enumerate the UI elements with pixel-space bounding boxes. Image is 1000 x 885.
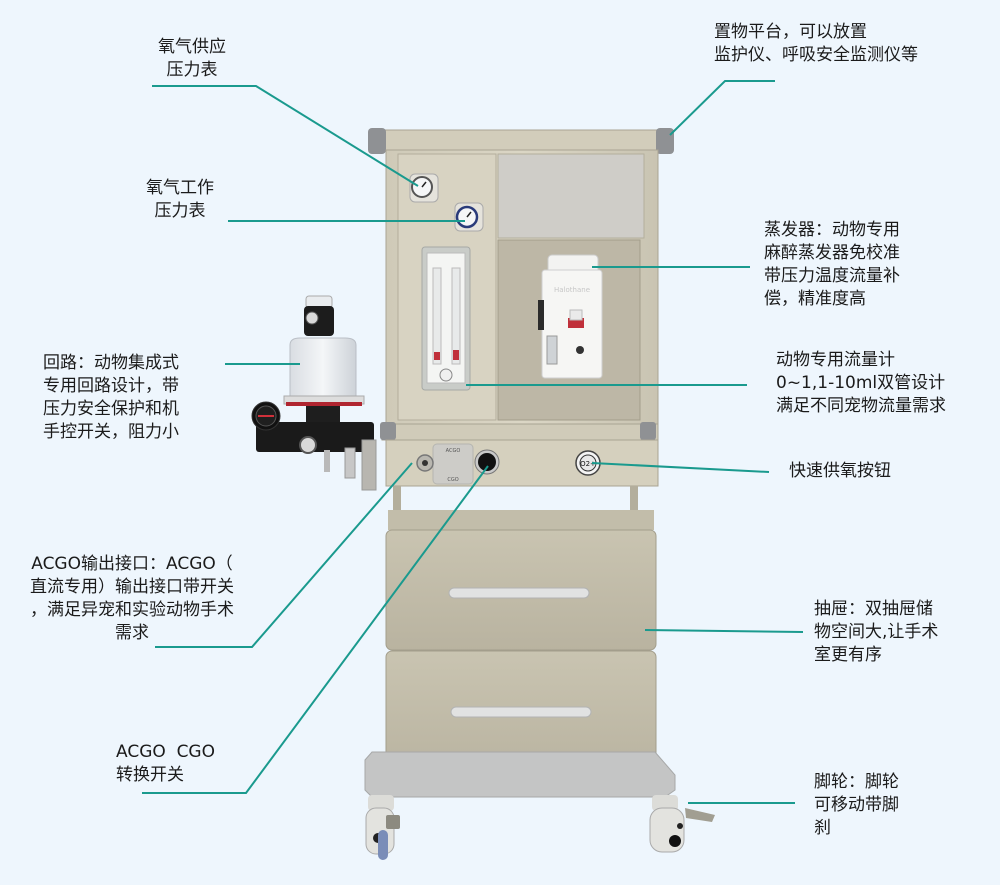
acgo-cgo-switch — [416, 454, 434, 472]
callout-line: 蒸发器：动物专用 — [764, 220, 900, 240]
callout-line: 手控开关，阻力小 — [43, 422, 179, 442]
callout-line: 直流专用）输出接口带开关 — [30, 577, 234, 597]
caster-right — [649, 795, 715, 853]
callout-line: 可移动带脚 — [814, 795, 899, 815]
callout-line: 转换开关 — [116, 765, 184, 785]
drawer-unit — [385, 510, 657, 777]
o2-supply-gauge — [409, 173, 439, 203]
callout-o2-working-gauge: 氧气工作 压力表 — [146, 177, 214, 223]
front-panel: ACGO CGO — [380, 422, 659, 487]
callout-circuit: 回路：动物集成式 专用回路设计，带 压力安全保护和机 手控开关，阻力小 — [43, 352, 179, 444]
callout-line: 氧气供应 — [158, 37, 226, 57]
callout-drawers: 抽屉：双抽屉储 物空间大,让手术 室更有序 — [814, 598, 938, 667]
callout-o2-flush-button: 快速供氧按钮 — [789, 460, 891, 483]
callout-line: ACGO输出接口：ACGO（ — [31, 554, 233, 574]
callout-line: 快速供氧按钮 — [789, 461, 891, 481]
acgo-outlet — [474, 449, 500, 475]
callout-line: 压力安全保护和机 — [43, 399, 179, 419]
callout-line: ，满足异宠和实验动物手术 — [30, 600, 234, 620]
callout-acgo-outlet: ACGO输出接口：ACGO（ 直流专用）输出接口带开关 ，满足异宠和实验动物手术… — [30, 553, 234, 645]
callout-line: 压力表 — [154, 201, 206, 221]
callout-line: ACGO CGO — [116, 742, 215, 762]
base — [364, 751, 676, 798]
callout-line: 监护仪、呼吸安全监测仪等 — [714, 45, 918, 65]
callout-o2-supply-gauge: 氧气供应 压力表 — [158, 36, 226, 82]
callout-line: 专用回路设计，带 — [43, 376, 179, 396]
flush-button-label: O2+ — [580, 460, 596, 468]
callout-line: 物空间大,让手术 — [814, 622, 939, 642]
callout-line: 需求 — [115, 623, 149, 643]
cgo-panel-label: CGO — [447, 477, 458, 483]
callout-line: 回路：动物集成式 — [43, 353, 179, 373]
callout-casters: 脚轮：脚轮 可移动带脚 刹 — [814, 771, 899, 840]
callout-vaporizer: 蒸发器：动物专用 麻醉蒸发器免校准 带压力温度流量补 偿，精准度高 — [764, 219, 900, 311]
callout-line: 带压力温度流量补 — [764, 266, 900, 286]
acgo-panel-label: ACGO — [446, 448, 461, 454]
caster-left — [365, 795, 400, 860]
flowmeter — [421, 246, 471, 391]
callout-line: 压力表 — [166, 60, 218, 80]
vaporizer-brand: Halothane — [554, 286, 590, 294]
breathing-circuit — [251, 295, 377, 491]
callout-line: 偿，精准度高 — [764, 289, 866, 309]
callout-line: 室更有序 — [814, 645, 882, 665]
callout-line: 抽屉：双抽屉储 — [814, 599, 933, 619]
callout-line: 置物平台，可以放置 — [714, 22, 867, 42]
vaporizer: Halothane — [538, 254, 603, 379]
callout-line: 刹 — [814, 818, 831, 838]
callout-line: 0~1,1-10ml双管设计 — [776, 373, 946, 393]
callout-line: 满足不同宠物流量需求 — [776, 396, 946, 416]
callout-acgo-cgo-switch: ACGO CGO 转换开关 — [116, 741, 215, 787]
callout-shelf-platform: 置物平台，可以放置 监护仪、呼吸安全监测仪等 — [714, 21, 918, 67]
o2-flush-button: O2+ — [575, 450, 601, 476]
o2-working-gauge — [454, 202, 484, 232]
callout-line: 脚轮：脚轮 — [814, 772, 899, 792]
callout-line: 麻醉蒸发器免校准 — [764, 243, 900, 263]
callout-line: 氧气工作 — [146, 178, 214, 198]
callout-flowmeter: 动物专用流量计 0~1,1-10ml双管设计 满足不同宠物流量需求 — [776, 349, 946, 418]
callout-line: 动物专用流量计 — [776, 350, 895, 370]
